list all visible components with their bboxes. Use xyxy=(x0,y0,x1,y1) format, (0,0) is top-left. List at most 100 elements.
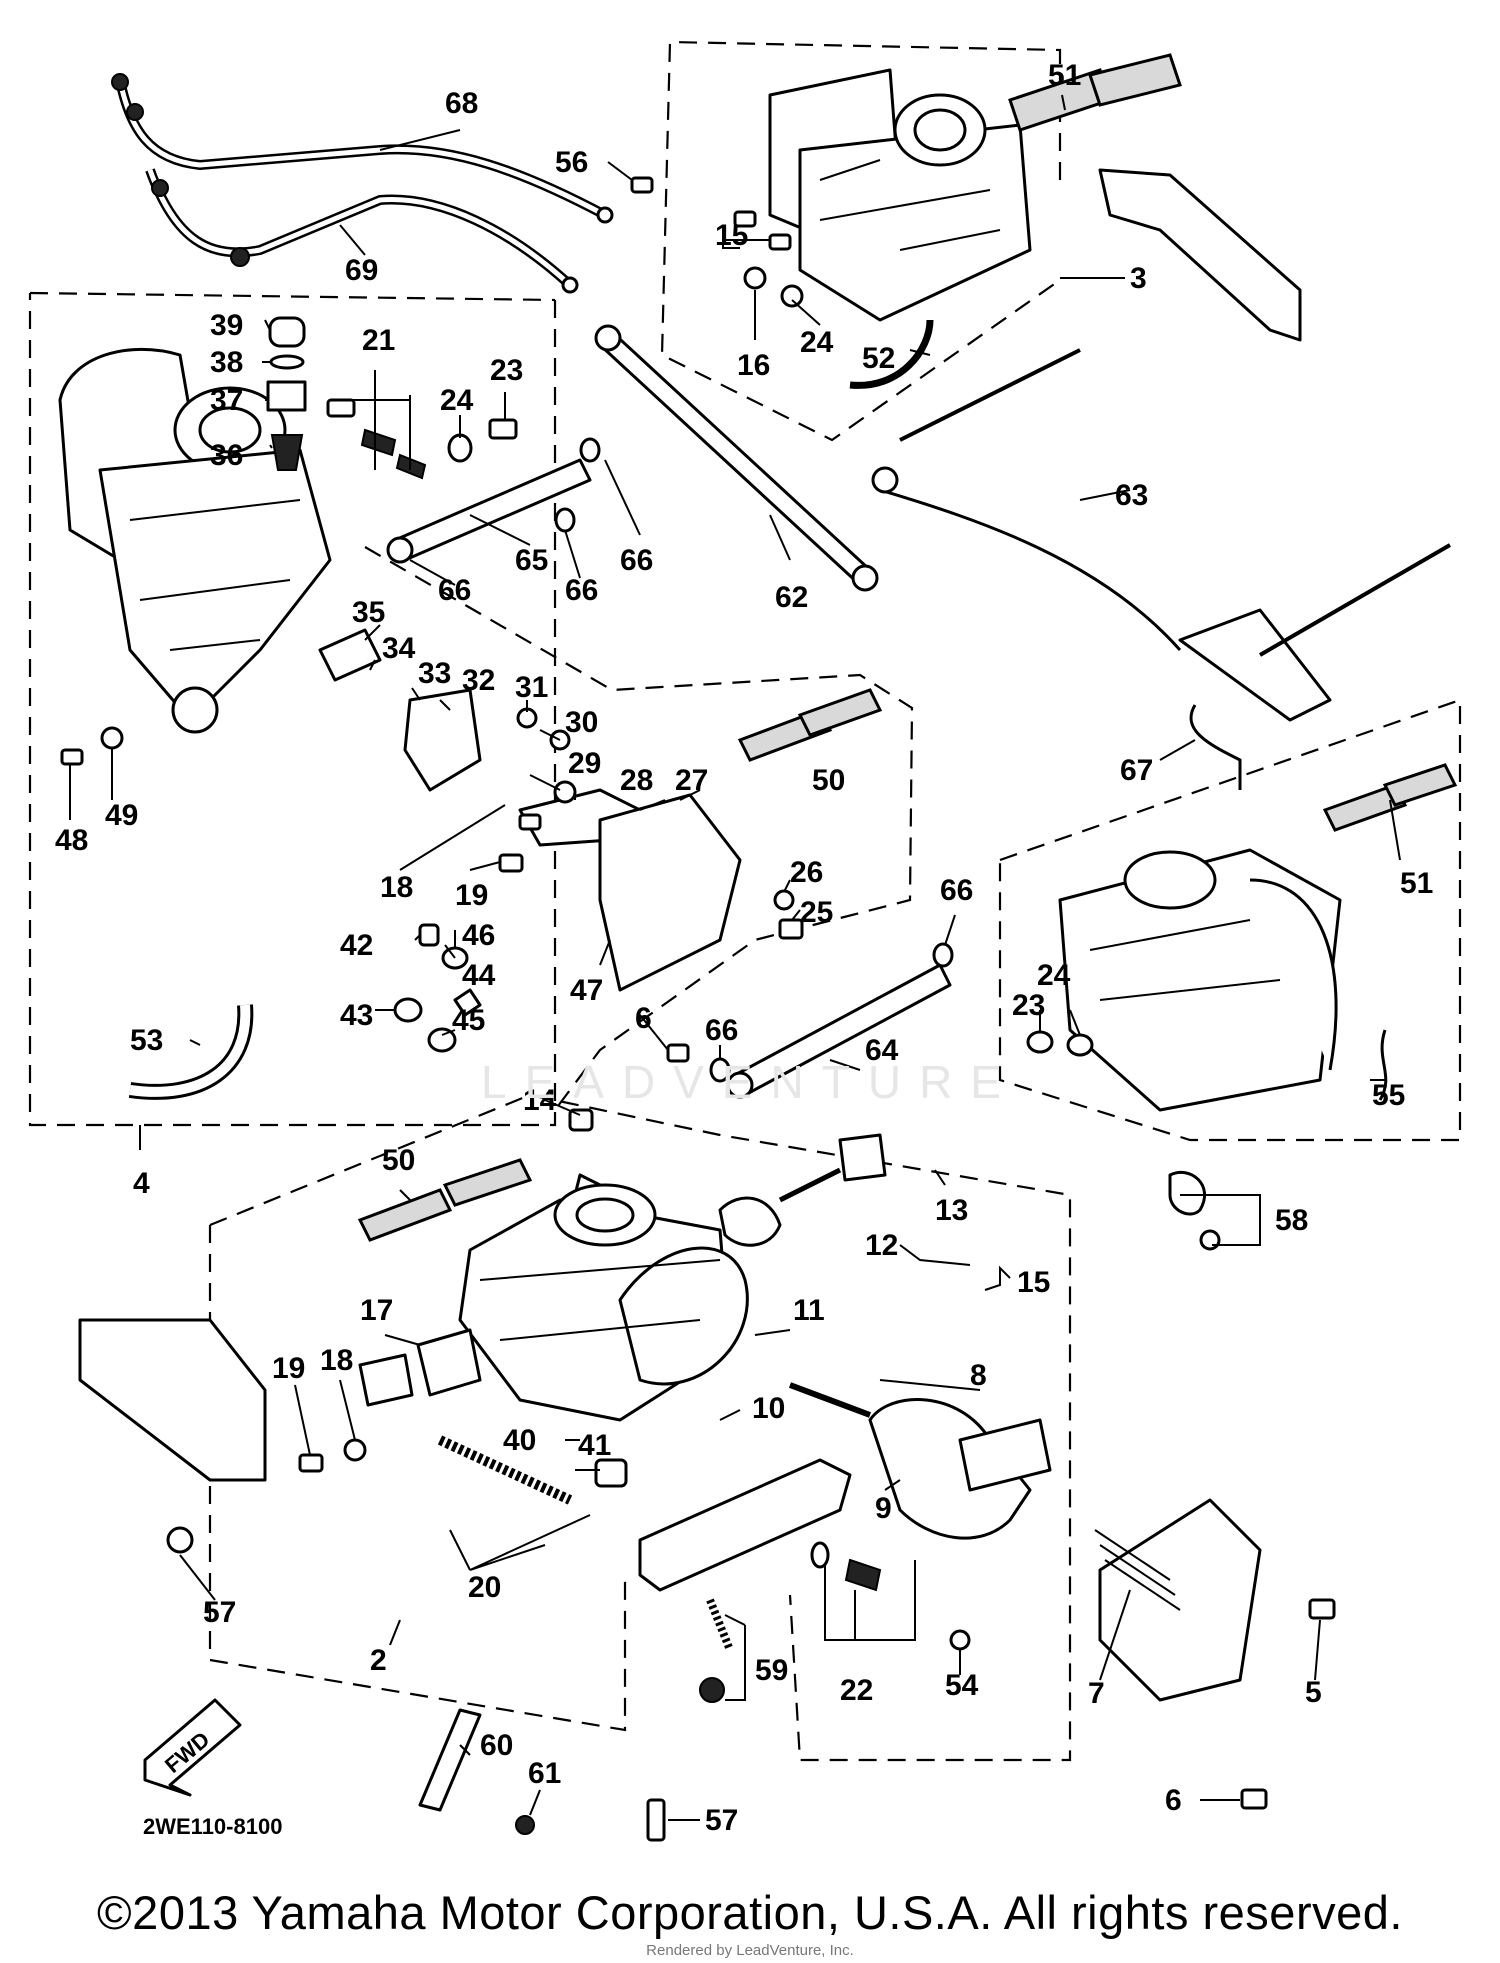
leader-lines xyxy=(69,94,1401,1821)
callout-64: 64 xyxy=(865,1034,899,1067)
callout-23: 23 xyxy=(490,354,523,387)
fwd-arrow: FWD xyxy=(143,1698,242,1797)
callout-48: 48 xyxy=(55,824,88,857)
callout-39: 39 xyxy=(210,309,243,342)
boundary-assembly-1 xyxy=(998,698,1462,1142)
callout-45: 45 xyxy=(452,1004,485,1037)
callout-68: 68 xyxy=(445,87,478,120)
callout-65: 65 xyxy=(515,544,548,577)
carburetor-assembly-3 xyxy=(768,53,1302,389)
callout-12: 12 xyxy=(865,1229,898,1262)
callout-19: 19 xyxy=(272,1352,305,1385)
callout-34: 34 xyxy=(382,632,416,665)
callout-47: 47 xyxy=(570,974,603,1007)
callout-56: 56 xyxy=(555,146,588,179)
callout-labels: 68 69 56 51 15 3 24 16 52 39 38 37 36 21… xyxy=(55,59,1433,1837)
callout-22: 22 xyxy=(840,1674,873,1707)
callout-50: 50 xyxy=(812,764,845,797)
callout-15: 15 xyxy=(715,219,748,252)
callout-57: 57 xyxy=(203,1596,236,1629)
carburetor-assembly-2 xyxy=(78,1108,1336,1842)
callout-16: 16 xyxy=(737,349,770,382)
callout-61: 61 xyxy=(528,1757,561,1790)
throttle-cables xyxy=(111,73,614,294)
drawing-code: 2WE110-8100 xyxy=(143,1814,282,1839)
callout-24: 24 xyxy=(800,326,834,359)
callout-24: 24 xyxy=(1037,959,1071,992)
callout-41: 41 xyxy=(578,1429,611,1462)
callout-33: 33 xyxy=(418,657,451,690)
callout-62: 62 xyxy=(775,581,808,614)
callout-4: 4 xyxy=(133,1167,150,1200)
callout-57: 57 xyxy=(705,1804,738,1837)
callout-32: 32 xyxy=(462,664,495,697)
boundary-assembly-3 xyxy=(660,40,1062,442)
boundary-assembly-4-link xyxy=(29,291,556,302)
callout-18: 18 xyxy=(380,871,413,904)
callout-28: 28 xyxy=(620,764,653,797)
callout-53: 53 xyxy=(130,1024,163,1057)
callout-25: 25 xyxy=(800,896,833,929)
callout-7: 7 xyxy=(1088,1677,1105,1710)
callout-66: 66 xyxy=(565,574,598,607)
callout-9: 9 xyxy=(875,1492,892,1525)
throttle-cable-68 xyxy=(115,79,608,220)
callout-42: 42 xyxy=(340,929,373,962)
callout-49: 49 xyxy=(105,799,138,832)
rendered-by-notice: Rendered by LeadVenture, Inc. xyxy=(646,1942,854,1959)
callout-10: 10 xyxy=(752,1392,785,1425)
callout-69: 69 xyxy=(345,254,378,287)
callout-8: 8 xyxy=(970,1359,987,1392)
callout-18: 18 xyxy=(320,1344,353,1377)
callout-43: 43 xyxy=(340,999,373,1032)
connector-pipes xyxy=(386,324,954,1099)
callout-44: 44 xyxy=(462,959,496,992)
callout-6: 6 xyxy=(635,1002,652,1035)
copyright-notice: ©2013 Yamaha Motor Corporation, U.S.A. A… xyxy=(97,1886,1403,1939)
callout-50: 50 xyxy=(382,1144,415,1177)
callout-27: 27 xyxy=(675,764,708,797)
callout-63: 63 xyxy=(1115,479,1148,512)
callout-37: 37 xyxy=(210,384,243,417)
boundary-subassembly-upper xyxy=(364,546,914,1111)
callout-51: 51 xyxy=(1048,59,1081,92)
callout-26: 26 xyxy=(790,856,823,889)
callout-20: 20 xyxy=(468,1571,501,1604)
callout-38: 38 xyxy=(210,346,243,379)
callout-40: 40 xyxy=(503,1424,536,1457)
callout-11: 11 xyxy=(793,1294,825,1327)
callout-5: 5 xyxy=(1305,1676,1322,1709)
callout-29: 29 xyxy=(568,747,601,780)
callout-66: 66 xyxy=(620,544,653,577)
callout-30: 30 xyxy=(565,706,598,739)
callout-51: 51 xyxy=(1400,867,1433,900)
screws-assembly-3 xyxy=(630,176,804,308)
callout-21: 21 xyxy=(362,324,395,357)
callout-54: 54 xyxy=(945,1669,979,1702)
callout-6: 6 xyxy=(1165,1784,1182,1817)
carburetor-assembly-4 xyxy=(58,316,518,766)
callout-36: 36 xyxy=(210,439,243,472)
callout-66: 66 xyxy=(438,574,471,607)
callout-3: 3 xyxy=(1130,262,1147,295)
callout-60: 60 xyxy=(480,1729,513,1762)
throttle-rod-63 xyxy=(871,348,1452,722)
callout-52: 52 xyxy=(862,342,895,375)
callout-67: 67 xyxy=(1120,754,1153,787)
callout-66: 66 xyxy=(705,1014,738,1047)
callout-2: 2 xyxy=(370,1644,387,1677)
callout-66: 66 xyxy=(940,874,973,907)
boundary-assembly-4 xyxy=(28,293,557,1127)
callout-24: 24 xyxy=(440,384,474,417)
carburetor-assembly-1 xyxy=(1026,704,1458,1251)
callout-31: 31 xyxy=(515,671,548,704)
callout-23: 23 xyxy=(1012,989,1045,1022)
callout-13: 13 xyxy=(935,1194,968,1227)
callout-59: 59 xyxy=(755,1654,788,1687)
callout-17: 17 xyxy=(360,1294,393,1327)
callout-15: 15 xyxy=(1017,1266,1050,1299)
callout-58: 58 xyxy=(1275,1204,1308,1237)
callout-19: 19 xyxy=(455,879,488,912)
callout-14: 14 xyxy=(523,1084,557,1117)
